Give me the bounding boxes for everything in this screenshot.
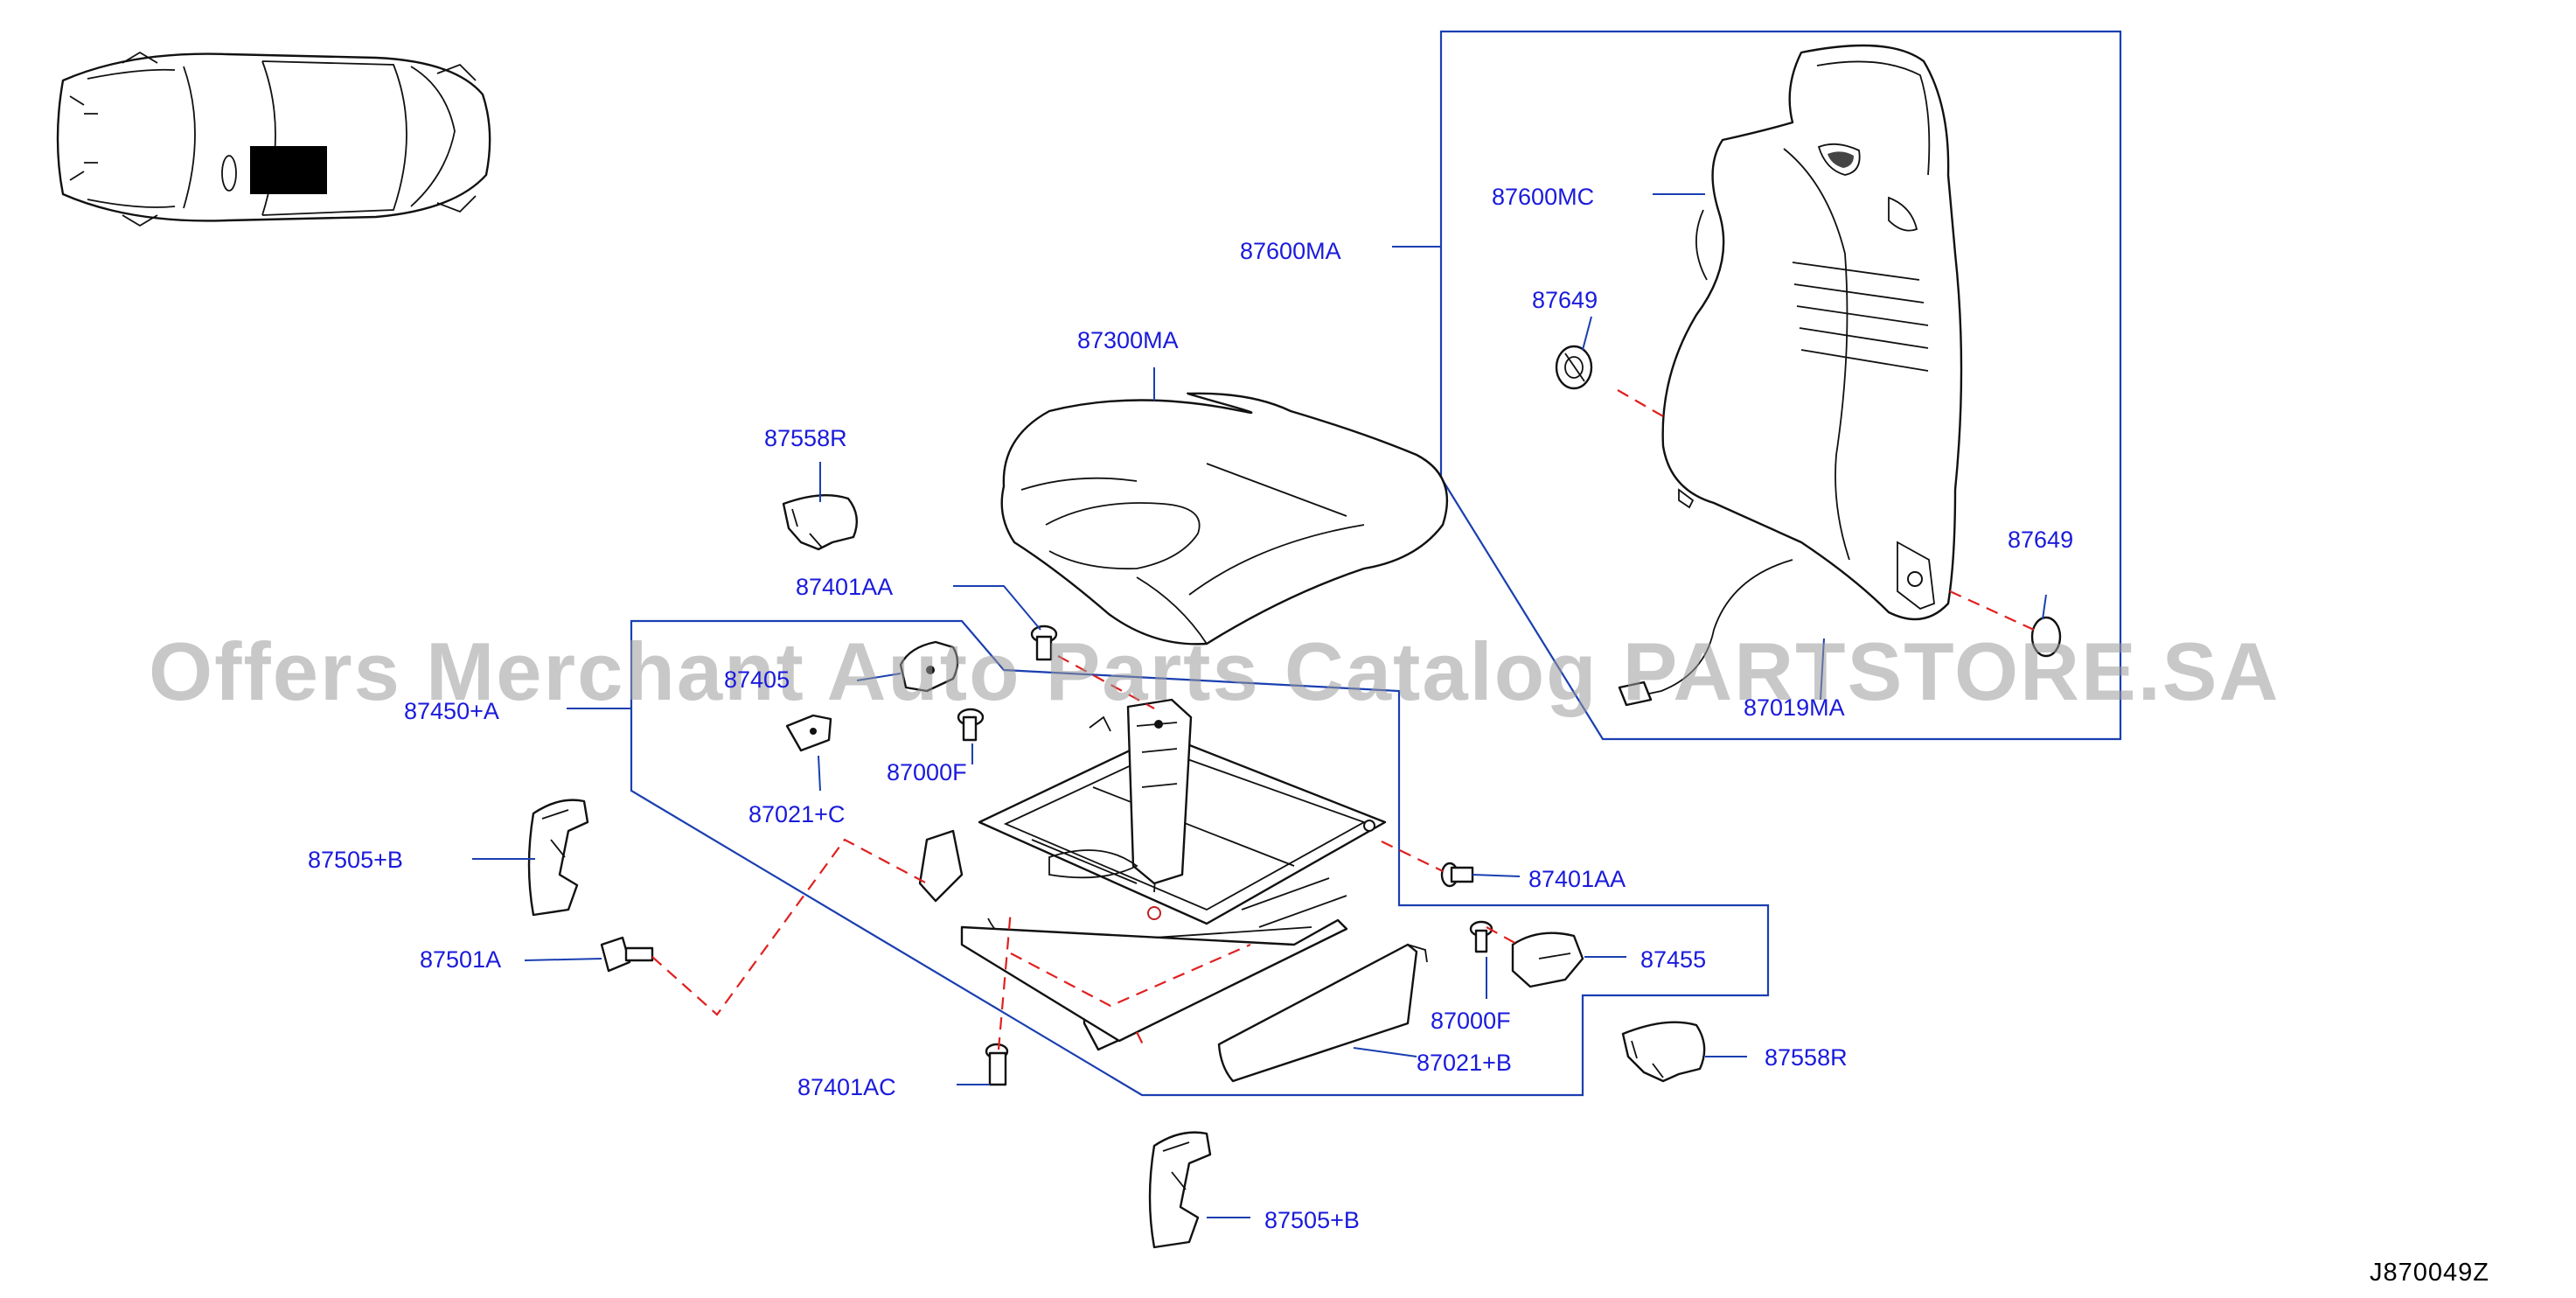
seat-frame xyxy=(918,698,1387,1051)
seat-cushion-trim xyxy=(1000,392,1449,646)
clip-upper-icon xyxy=(1555,345,1593,390)
screw-front-icon xyxy=(957,708,985,742)
bolt-left-icon xyxy=(600,936,654,973)
label-87450A[interactable]: 87450+A xyxy=(404,698,499,724)
label-87401AA-top[interactable]: 87401AA xyxy=(796,574,893,600)
car-locator-icon xyxy=(56,51,491,227)
label-87021C[interactable]: 87021+C xyxy=(748,801,845,827)
label-87455[interactable]: 87455 xyxy=(1640,946,1706,973)
cover-upper-left-icon xyxy=(527,799,589,917)
clip-lower-icon xyxy=(2030,616,2062,658)
label-87649-lower[interactable]: 87649 xyxy=(2008,527,2073,553)
partial-hidden-part-icon xyxy=(899,640,959,693)
label-87019MA[interactable]: 87019MA xyxy=(1744,694,1845,721)
label-87600MC[interactable]: 87600MC xyxy=(1492,184,1594,210)
watermark-text: Offers Merchant Auto Parts Catalog PARTS… xyxy=(149,625,2280,717)
label-87401AC[interactable]: 87401AC xyxy=(797,1074,896,1100)
label-87558R-right[interactable]: 87558R xyxy=(1765,1044,1848,1071)
bolt-right-icon xyxy=(1440,862,1474,888)
label-87558R-top[interactable]: 87558R xyxy=(764,425,847,451)
cover-lower-left-icon xyxy=(1148,1131,1212,1249)
label-87300MA[interactable]: 87300MA xyxy=(1077,327,1179,353)
diagram-id: J870049Z xyxy=(2370,1259,2489,1287)
label-87000F-right[interactable]: 87000F xyxy=(1431,1008,1511,1034)
screw-right-icon xyxy=(1469,920,1493,953)
leader-lines xyxy=(472,193,2047,1218)
label-87600MA[interactable]: 87600MA xyxy=(1240,238,1341,264)
cushion-frame-group-boundary xyxy=(630,619,1770,1097)
label-87405-partial[interactable]: 87405 xyxy=(724,666,790,693)
label-87505B-upper[interactable]: 87505+B xyxy=(308,847,403,873)
label-87021B[interactable]: 87021+B xyxy=(1417,1050,1512,1076)
finisher-top-icon xyxy=(782,494,859,551)
side-finisher-icon xyxy=(1217,943,1428,1083)
bolt-bottom-icon xyxy=(985,1043,1009,1086)
seat-back xyxy=(1661,44,1963,621)
part-labels: 87600MA 87600MC 87649 87649 87019MA 8730… xyxy=(308,184,2073,1233)
finisher-right-icon xyxy=(1621,1021,1706,1083)
knob-icon xyxy=(1511,932,1584,988)
harness-icon xyxy=(1618,559,1793,707)
location-marker-icon xyxy=(250,146,327,194)
label-87505B-lower[interactable]: 87505+B xyxy=(1264,1207,1360,1233)
label-87401AA-right[interactable]: 87401AA xyxy=(1528,866,1626,892)
label-87000F-front[interactable]: 87000F xyxy=(887,759,967,785)
label-87649-upper[interactable]: 87649 xyxy=(1532,287,1598,313)
bracket-c-icon xyxy=(785,714,832,752)
label-87501A[interactable]: 87501A xyxy=(420,946,501,973)
bolt-top-icon xyxy=(1030,625,1058,661)
dashed-guide-lines xyxy=(651,389,2035,1050)
